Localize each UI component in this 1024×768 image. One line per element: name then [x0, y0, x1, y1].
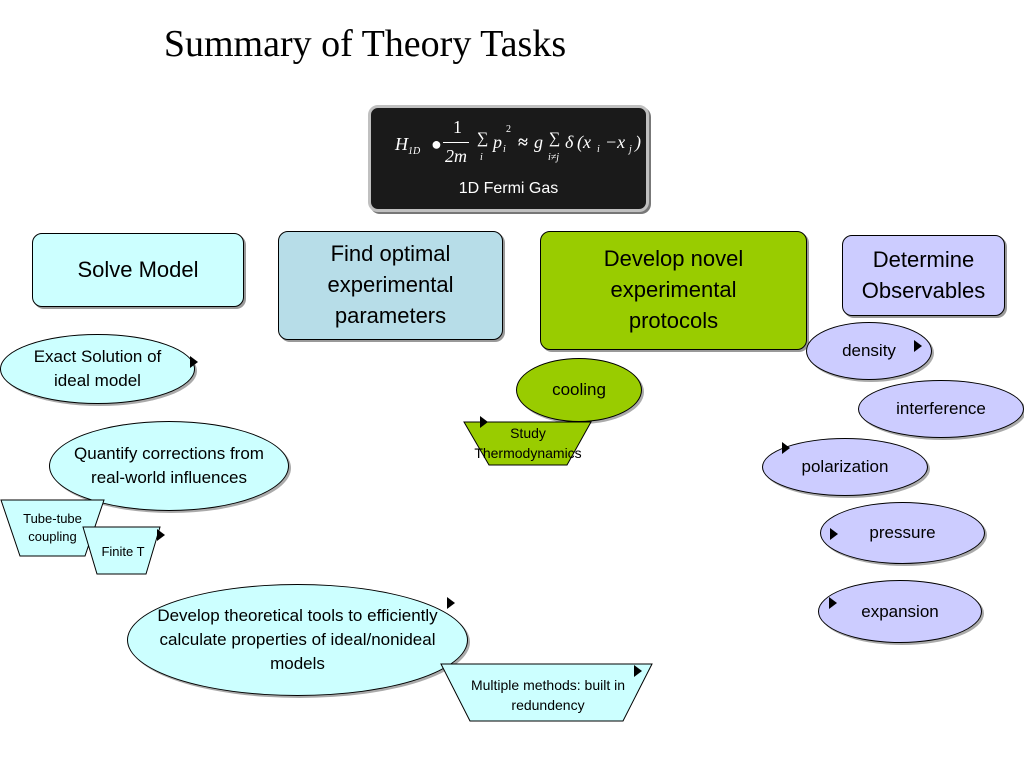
arrow-marker — [190, 356, 198, 368]
expansion-ellipse: expansion — [818, 580, 982, 643]
formula-p-i: i — [503, 144, 506, 155]
tube-coupling-shape — [0, 499, 105, 557]
arrow-marker — [914, 340, 922, 352]
quantify-corrections-ellipse: Quantify corrections from real-world inf… — [49, 421, 289, 511]
study-thermodynamics-label: Study Thermodynamics — [474, 425, 582, 461]
formula-xj-j: j — [629, 144, 632, 155]
find-parameters-box: Find optimal experimental parameters — [278, 231, 503, 340]
formula-eq: ● — [431, 134, 442, 154]
polarization-ellipse: polarization — [762, 438, 928, 496]
tube-coupling-label: Tube-tube coupling — [23, 510, 82, 544]
develop-protocols-box: Develop novel experimental protocols — [540, 231, 807, 350]
formula-den: 2m — [445, 146, 467, 166]
interference-ellipse: interference — [858, 380, 1024, 438]
fraction-bar — [443, 142, 469, 143]
formula-xi: (x — [577, 132, 591, 152]
finite-t-shape — [82, 526, 161, 575]
formula-sum1: ∑ — [477, 130, 489, 147]
formula-g: g — [534, 132, 543, 152]
multiple-methods-label: Multiple methods: built in redundency — [470, 677, 626, 713]
arrow-marker — [157, 529, 165, 541]
formula-delta: δ — [565, 132, 574, 152]
formula-close: ) — [635, 132, 641, 152]
formula-sum2-ij: i≠j — [548, 152, 560, 163]
formula-sum2: ∑ — [549, 130, 561, 147]
density-ellipse: density — [806, 322, 932, 380]
arrow-marker — [634, 665, 642, 677]
formula-h: H — [395, 134, 408, 154]
formula-p-exp: 2 — [506, 124, 511, 135]
arrow-marker — [480, 416, 488, 428]
solve-model-box: Solve Model — [32, 233, 244, 307]
formula-sum1-i: i — [480, 152, 483, 163]
gas-label: 1D Fermi Gas — [458, 180, 559, 197]
page-title: Summary of Theory Tasks — [163, 23, 567, 65]
study-thermodynamics-shape — [463, 421, 592, 466]
arrow-marker — [830, 528, 838, 540]
formula-p: p — [493, 132, 502, 152]
theoretical-tools-ellipse: Develop theoretical tools to efficiently… — [127, 584, 468, 696]
determine-observables-box: Determine Observables — [842, 235, 1005, 316]
arrow-marker — [447, 597, 455, 609]
finite-t-label: Finite T — [101, 543, 145, 559]
formula-1d: 1D — [408, 146, 421, 157]
cooling-ellipse: cooling — [516, 358, 642, 422]
formula-xi-i: i — [597, 144, 600, 155]
arrow-marker — [829, 597, 837, 609]
hamiltonian-box: H 1D ● 1 2m ∑ i p i 2 ≈ g ∑ i≠j δ (x i −… — [368, 105, 649, 212]
hamiltonian-formula: H 1D ● 1 2m ∑ i p i 2 ≈ g ∑ i≠j δ (x i −… — [393, 117, 641, 172]
arrow-marker — [782, 442, 790, 454]
pressure-ellipse: pressure — [820, 502, 985, 564]
formula-plus: ≈ — [518, 132, 528, 152]
formula-xj: −x — [605, 132, 626, 152]
multiple-methods-shape — [440, 663, 653, 722]
exact-solution-ellipse: Exact Solution of ideal model — [0, 334, 195, 404]
formula-num: 1 — [453, 117, 462, 137]
